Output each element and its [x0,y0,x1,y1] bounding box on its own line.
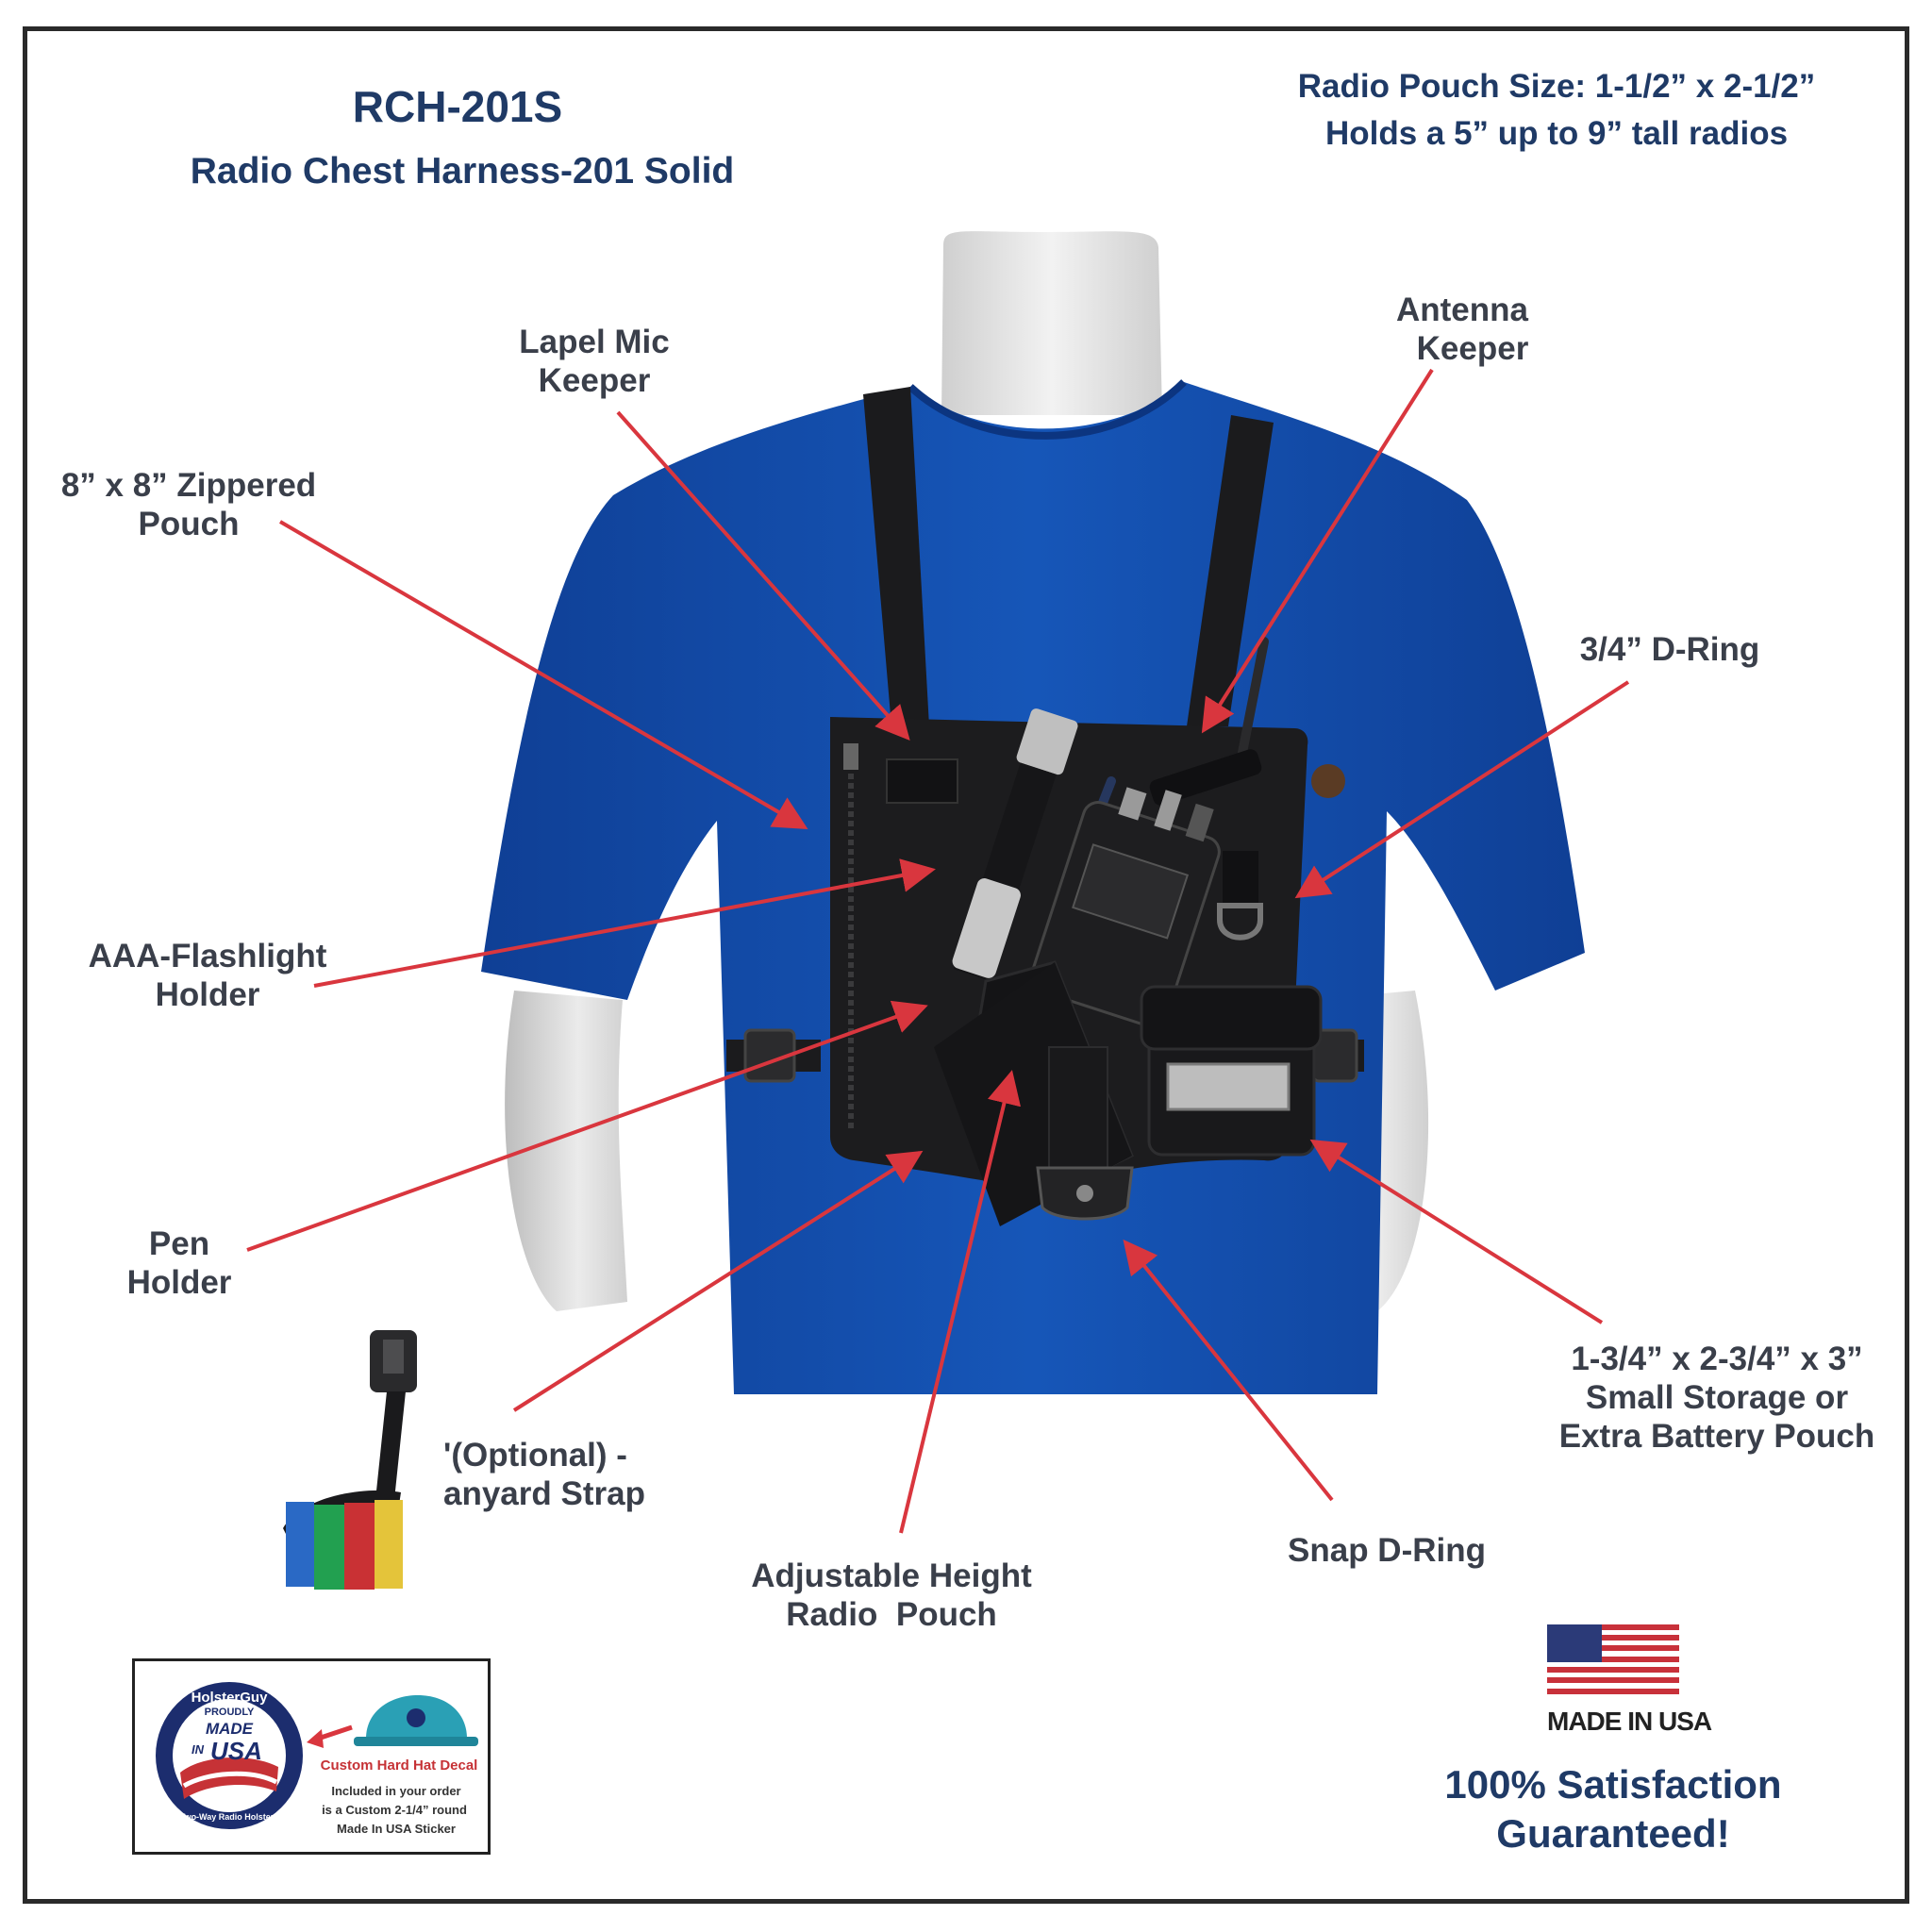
satisfaction-guarantee: 100% Satisfaction Guaranteed! [1444,1762,1782,1856]
badge-proudly-text: PROUDLY [204,1707,255,1718]
decal-line-1: Included in your order [331,1784,461,1798]
two-way-radio [1029,787,1221,1028]
made-in-usa-block: MADE IN USA [1547,1624,1712,1737]
callout-flashlight-holder: AAA-Flashlight Holder [88,938,327,1013]
arrow-radio-pouch [899,1070,1022,1534]
radio-antenna [1236,637,1269,767]
callout-d-ring: 3/4” D-Ring [1579,631,1760,668]
callout-lapel-mic: Lapel Mic Keeper [519,324,670,399]
callout-antenna-keeper: Antenna Keeper [1396,291,1529,367]
shirt-logo-patch [1311,764,1345,798]
three-quarter-d-ring [1217,903,1263,941]
arrow-pen [246,1000,928,1252]
callout-storage-pouch: 1-3/4” x 2-3/4” x 3” Small Storage or Ex… [1558,1341,1875,1455]
arrow-zipper-pouch [278,520,808,830]
mannequin-left-arm [505,991,627,1311]
lanyard-strap-image [283,1330,417,1590]
callout-pen-holder: Pen Holder [126,1225,232,1301]
storage-pouch-flap [1140,985,1323,1051]
hard-hat-decal-box: HolsterGuy PROUDLY MADE IN USA Two-Way R… [132,1658,491,1855]
made-in-usa-caption: MADE IN USA [1547,1707,1712,1736]
right-shoulder-strap [1187,415,1274,726]
left-shoulder-strap [863,387,929,726]
arrow-storage [1309,1139,1604,1324]
arrow-lapel-mic [616,410,910,741]
mannequin-neck [941,231,1162,415]
aaa-flashlight [952,708,1078,981]
decal-badge-graphic [156,1682,478,1829]
decal-line-3: Made In USA Sticker [337,1822,456,1836]
badge-top-text: HolsterGuy [191,1690,268,1706]
product-name: Radio Chest Harness-201 Solid [190,151,735,192]
badge-made-text: MADE [205,1720,254,1738]
arrow-d-ring [1294,680,1630,899]
badge-in-text: IN [192,1742,204,1757]
pouch-size-text: Radio Pouch Size: 1-1/2” x 2-1/2” [1297,68,1816,105]
reflective-strip [1166,1062,1291,1111]
image-frame [23,26,1909,1904]
height-adjust-strap [1048,1046,1108,1171]
badge-usa-text: USA [210,1737,262,1765]
callout-radio-pouch: Adjustable Height Radio Pouch [751,1557,1032,1633]
callout-arrows [246,368,1630,1534]
badge-bottom-text: Two-Way Radio Holsters [179,1812,279,1822]
decal-line-2: is a Custom 2-1/4” round [322,1803,467,1817]
arrow-snap-ring [1123,1239,1334,1502]
callout-lanyard-strap: '(Optional) - anyard Strap [443,1437,645,1512]
callout-zippered-pouch: 8” x 8” Zippered Pouch [60,467,317,542]
arrow-antenna [1201,368,1434,734]
holds-text: Holds a 5” up to 9” tall radios [1324,115,1789,152]
product-model: RCH-201S [352,82,563,131]
decal-title: Custom Hard Hat Decal [320,1757,478,1774]
callout-snap-d-ring: Snap D-Ring [1288,1532,1486,1569]
lapel-mic-keeper-tab [886,758,958,804]
usa-flag-icon [1547,1624,1679,1694]
arrow-flashlight [313,858,936,988]
antenna-keeper-strap [1149,749,1262,806]
arrow-lanyard [512,1150,924,1412]
